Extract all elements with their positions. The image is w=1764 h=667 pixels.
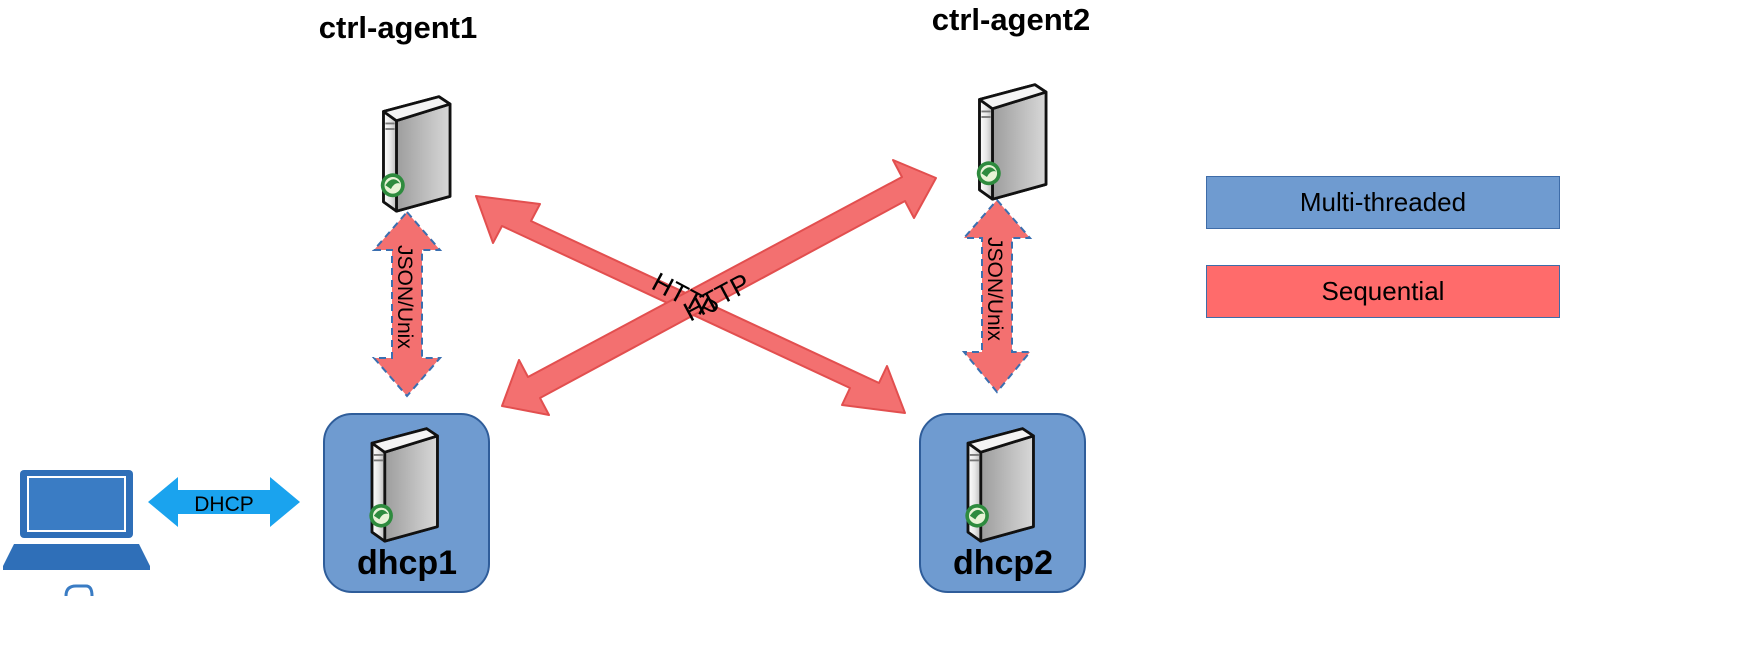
dhcp1-label: dhcp1 [357,544,457,582]
legend-sequential-label: Sequential [1321,276,1445,306]
legend-multi-threaded-label: Multi-threaded [1299,187,1467,217]
json-unix-label-1: JSON/Unix [393,245,416,349]
dhcp-arrow [148,477,300,527]
laptop-icon[interactable] [3,470,150,597]
ctrl-agent1-title: ctrl-agent1 [319,10,477,45]
dhcp-label: DHCP [194,493,254,516]
dhcp1-server-icon[interactable] [367,426,440,543]
json-unix-arrow-1 [371,210,443,398]
legend-multi-threaded: Multi-threaded [1206,176,1560,229]
http-arrow-dhcp1-to-ctrl-agent2 [501,159,937,416]
ctrl-agent2-title: ctrl-agent2 [932,2,1090,37]
json-unix-arrow-2 [961,198,1033,394]
legend-sequential: Sequential [1206,265,1560,318]
dhcp2-label: dhcp2 [953,544,1053,582]
ctrl-agent1-server-icon[interactable] [379,95,452,213]
ctrl-agent2-server-icon[interactable] [975,83,1048,201]
dhcp2-server-icon[interactable] [963,426,1036,543]
json-unix-label-2: JSON/Unix [983,237,1006,341]
